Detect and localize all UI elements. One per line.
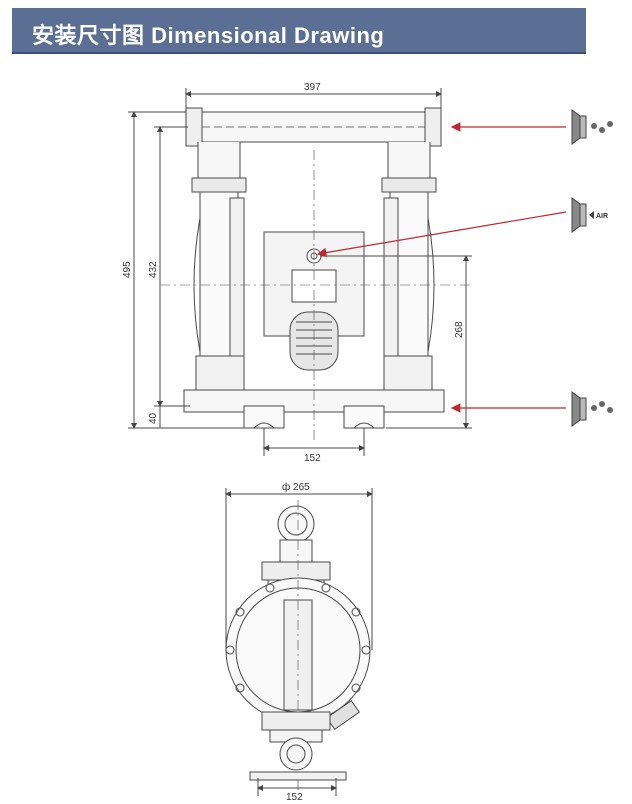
front-view (128, 88, 472, 456)
dim-height-total: 495 (122, 261, 133, 278)
dim-height-inner: 432 (148, 261, 159, 278)
outlet-port-icon (571, 109, 613, 145)
air-label: AIR (596, 213, 608, 220)
dim-base-width: 152 (304, 453, 321, 464)
dim-height-base: 40 (148, 412, 159, 424)
inlet-port-icon (571, 391, 613, 427)
dim-side-base-width: 152 (286, 792, 303, 803)
side-view (225, 488, 373, 796)
page-title: 安装尺寸图 Dimensional Drawing (32, 23, 385, 48)
air-port-icon: AIR (571, 197, 608, 233)
dim-width-top: 397 (304, 82, 321, 93)
port-arrows (316, 122, 567, 413)
air-inlet-arrow (316, 211, 567, 258)
dim-diameter: ф 265 (282, 481, 310, 493)
section-header: 安装尺寸图 Dimensional Drawing (12, 8, 586, 54)
dim-height-air: 268 (454, 321, 465, 338)
